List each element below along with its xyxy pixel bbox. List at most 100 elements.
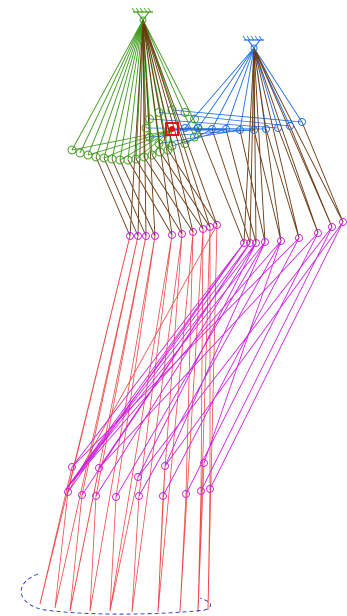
- dashed-outline: [20, 573, 211, 615]
- magenta-node: [142, 232, 150, 240]
- green-line: [103, 19, 144, 159]
- brown-line: [225, 128, 257, 244]
- green-node: [190, 132, 199, 142]
- green-line: [127, 19, 144, 161]
- red-line: [131, 233, 183, 613]
- brown-line: [211, 128, 251, 244]
- magenta-node: [206, 223, 214, 231]
- red-line: [109, 496, 117, 612]
- anchor-node: [139, 16, 147, 24]
- brown-line: [151, 154, 204, 230]
- red-line: [54, 491, 69, 609]
- magenta-line: [137, 242, 257, 478]
- red-line: [69, 467, 100, 612]
- brown-line: [265, 128, 300, 239]
- magenta-node: [161, 462, 169, 470]
- green-line: [142, 19, 195, 138]
- blue-node: [194, 124, 202, 132]
- anchor-icon: [247, 39, 261, 49]
- green-node: [145, 114, 154, 124]
- magenta-node: [261, 238, 269, 246]
- magenta-node: [199, 225, 207, 233]
- magenta-node: [68, 463, 76, 471]
- red-line: [89, 495, 97, 612]
- brown-line: [142, 19, 173, 236]
- magenta-lines-group: [65, 221, 344, 498]
- brown-line: [253, 129, 282, 242]
- magenta-node: [151, 232, 159, 240]
- magenta-line: [164, 241, 266, 467]
- brown-line: [239, 129, 266, 243]
- blue-line: [197, 47, 255, 129]
- brown-line: [142, 19, 218, 226]
- brown-line: [135, 158, 183, 235]
- brown-line: [129, 19, 144, 237]
- green-line: [95, 19, 144, 158]
- blue-node: [274, 124, 282, 132]
- magenta-node: [78, 491, 86, 499]
- anchor-hatch: [258, 35, 263, 41]
- magenta-line: [95, 242, 257, 497]
- green-node: [193, 123, 203, 133]
- anchor-hatch: [131, 7, 136, 13]
- red-line: [200, 228, 204, 492]
- brown-line: [253, 47, 257, 244]
- red-line: [207, 488, 211, 611]
- brown-line: [95, 156, 131, 237]
- brown-line: [253, 47, 282, 242]
- blue-node: [181, 124, 189, 132]
- green-line: [111, 19, 144, 160]
- magenta-line: [200, 226, 333, 492]
- magenta-node: [246, 239, 254, 247]
- blue-line: [211, 47, 255, 130]
- magenta-line: [209, 221, 344, 490]
- magenta-line: [71, 242, 245, 468]
- green-line: [71, 19, 144, 151]
- blue-line: [253, 47, 279, 129]
- green-node: [139, 152, 149, 162]
- red-line: [162, 233, 183, 497]
- brown-line: [253, 47, 344, 223]
- green-node: [75, 148, 85, 158]
- green-line: [103, 129, 173, 159]
- magenta-line: [164, 221, 344, 467]
- blue-line: [158, 112, 291, 127]
- magenta-line: [71, 237, 300, 468]
- brown-line: [119, 159, 156, 237]
- green-line: [87, 19, 144, 156]
- anchor-node: [250, 44, 258, 52]
- green-line: [142, 19, 199, 129]
- green-lines-group: [71, 19, 199, 161]
- red-lines-group: [39, 224, 218, 613]
- anchor-hatch: [147, 7, 152, 13]
- dashed-outline-group: [20, 573, 211, 615]
- brown-line: [253, 47, 319, 234]
- blue-line: [149, 118, 279, 129]
- magenta-node: [134, 473, 142, 481]
- red-line: [131, 495, 140, 613]
- blue-line: [184, 47, 255, 129]
- green-node: [83, 150, 93, 160]
- brown-line: [103, 157, 139, 237]
- red-line: [109, 476, 139, 612]
- red-line: [179, 493, 187, 613]
- magenta-node: [112, 493, 120, 501]
- red-line: [95, 235, 147, 497]
- magenta-node: [200, 459, 208, 467]
- magenta-node: [182, 490, 190, 498]
- anchors-group: [131, 7, 264, 52]
- red-line: [157, 465, 166, 613]
- magenta-node: [159, 492, 167, 500]
- magenta-node: [252, 239, 260, 247]
- green-line: [71, 129, 173, 151]
- magenta-line: [65, 242, 251, 490]
- anchor-icon: [136, 11, 150, 21]
- brown-line: [142, 19, 156, 237]
- magenta-line: [98, 232, 319, 469]
- blue-node: [236, 126, 244, 134]
- magenta-line: [162, 237, 300, 497]
- blue-node: [250, 126, 258, 134]
- magenta-node: [95, 464, 103, 472]
- magenta-node: [295, 234, 303, 242]
